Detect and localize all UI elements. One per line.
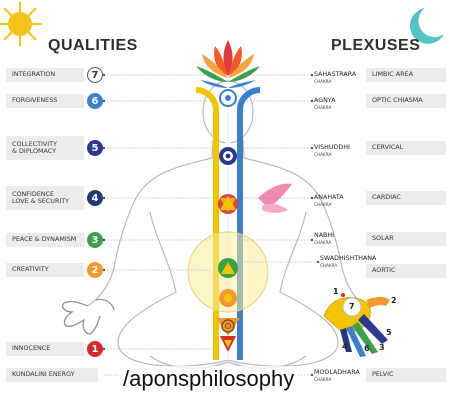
plexuses-heading: PLEXUSES: [331, 37, 421, 54]
quality-label-forgiveness: FORGIVENESS: [6, 94, 84, 108]
quality-label-creativity: CREATIVITY: [6, 263, 84, 277]
quality-number-3: 3: [87, 232, 103, 248]
sahastrara-lotus: [196, 40, 260, 88]
quality-number-6: 6: [87, 93, 103, 109]
plexus-pelvic: PELVIC: [366, 368, 446, 382]
plexus-solar: SOLAR: [366, 232, 446, 246]
quality-number-4: 4: [87, 190, 103, 206]
quality-number-1: 1: [87, 341, 103, 357]
watermark-text: /aponsphilosophy: [119, 366, 299, 392]
hand-number-5: 5: [386, 328, 392, 337]
left-hand: [62, 298, 115, 335]
quality-label-innocence: INNOCENCE: [6, 342, 84, 356]
plexus-limbic-area: LIMBIC AREA: [366, 68, 446, 82]
moon-icon: [410, 8, 444, 44]
hand-number-2: 2: [391, 296, 397, 305]
hand-number-6: 6: [364, 344, 370, 353]
hand-number-4: 4: [342, 342, 348, 351]
plexus-optic-chiasma: OPTIC CHIASMA: [366, 94, 446, 108]
quality-label-confidence: CONFIDENCE LOVE & SECURITY: [6, 186, 84, 210]
quality-label-collectivity: COLLECTIVITY & DIPLOMACY: [6, 136, 84, 160]
quality-number-2: 2: [87, 262, 103, 278]
sun-icon: [0, 2, 42, 46]
plexus-cervical: CERVICAL: [366, 141, 446, 155]
qualities-heading: QUALITIES: [48, 37, 138, 54]
hand-number-7: 7: [349, 302, 355, 311]
quality-number-7: 7: [87, 67, 103, 83]
quality-number-5: 5: [87, 140, 103, 156]
quality-label-peace: PEACE & DYNAMISM: [6, 233, 84, 247]
right-hand: [323, 293, 390, 357]
plexus-cardiac: CARDIAC: [366, 191, 446, 205]
quality-label-integration: INTEGRATION: [6, 68, 84, 82]
quality-label-kundalini: KUNDALINI ENERGY: [6, 368, 98, 382]
hand-number-1: 1: [333, 287, 339, 296]
plexus-aortic: AORTIC: [366, 264, 446, 278]
hand-number-3: 3: [379, 343, 385, 352]
